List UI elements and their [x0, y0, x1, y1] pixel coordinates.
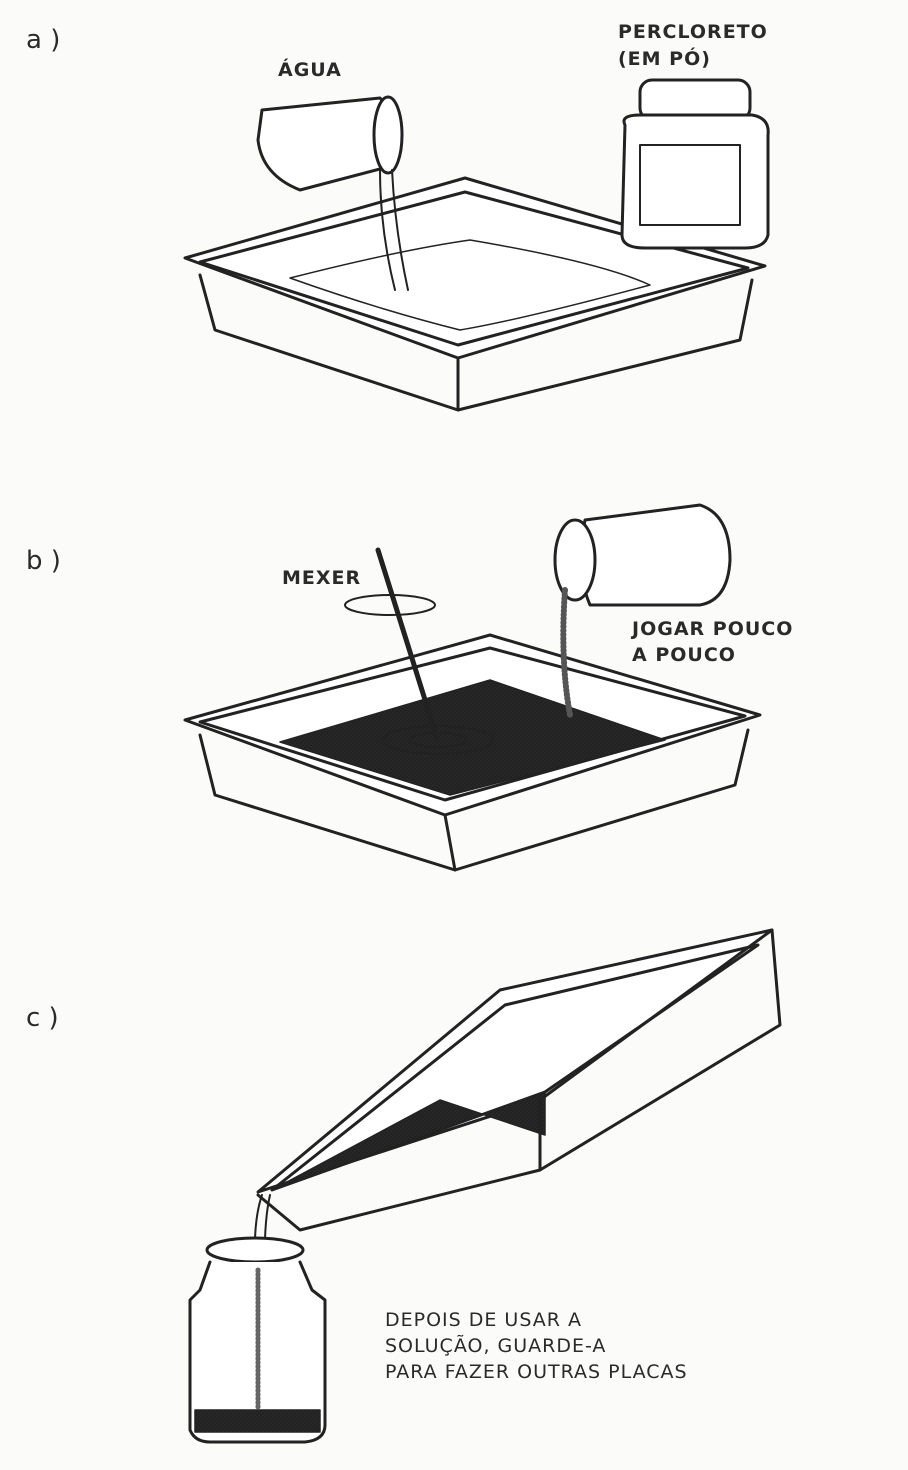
label-agua: ÁGUA	[278, 59, 342, 81]
panel-c-letter: c )	[26, 1003, 59, 1033]
label-mexer: MEXER	[282, 567, 362, 589]
jar-pouring-powder	[553, 503, 732, 718]
tray-c-tilted	[253, 928, 782, 1301]
label-a-pouco: A POUCO	[632, 644, 736, 666]
storage-jar	[188, 1236, 327, 1444]
beaker-water-pouring	[256, 95, 409, 291]
panel-b-letter: b )	[26, 546, 61, 576]
caption-line-3: PARA FAZER OUTRAS PLACAS	[385, 1361, 688, 1383]
perchloride-jar	[620, 78, 770, 250]
label-em-po: (EM PÓ)	[618, 48, 711, 70]
caption-line-1: DEPOIS DE USAR A	[385, 1309, 582, 1331]
stirring-rod	[344, 547, 440, 741]
tray-a	[183, 176, 767, 412]
panel-a-letter: a )	[26, 25, 61, 55]
label-percloreto: PERCLORETO	[618, 21, 768, 43]
caption-line-2: SOLUÇÃO, GUARDE-A	[385, 1335, 607, 1357]
label-jogar-pouco: JOGAR POUCO	[632, 618, 794, 640]
tray-b	[183, 633, 762, 872]
